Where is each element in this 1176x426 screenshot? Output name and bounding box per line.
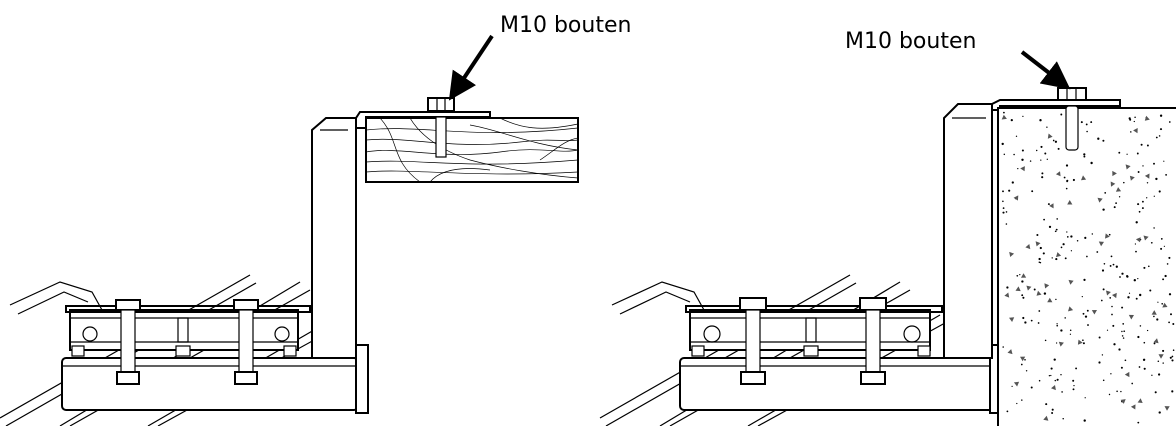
callout-right-label: M10 bouten <box>845 29 976 54</box>
bolt-lower-right-1 <box>739 297 767 385</box>
detail-right-concrete: M10 bouten <box>599 29 1176 426</box>
bolt-top-left <box>427 97 455 158</box>
timber-beam <box>365 117 579 183</box>
concrete-speckle <box>1001 111 1175 424</box>
bolt-lower-left-2 <box>233 299 259 385</box>
detail-left-timber: M10 bouten <box>0 13 631 426</box>
bolt-lower-right-2 <box>859 297 887 385</box>
purlin-left <box>65 305 311 357</box>
callout-right: M10 bouten <box>845 29 1071 90</box>
callout-left-label: M10 bouten <box>500 13 631 38</box>
bolt-lower-left-1 <box>115 299 141 385</box>
bracket-right <box>943 99 1121 359</box>
concrete-block <box>997 107 1176 426</box>
bolt-top-right <box>1057 87 1087 151</box>
callout-left: M10 bouten <box>448 13 631 101</box>
purlin-right <box>685 305 943 357</box>
